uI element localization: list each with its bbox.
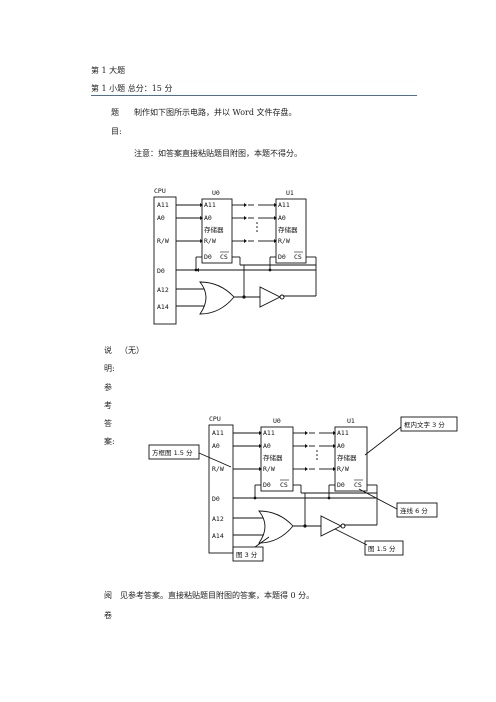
- circuit-diagram-answer: CPU U0 U1 A11 A0 R/W D0 A12 A14 A11 A0 存…: [148, 415, 458, 562]
- question-score-line: 第 1 小题 总分：15 分: [91, 84, 173, 93]
- callout-not-gate: 图 1.5 分: [368, 544, 396, 553]
- svg-text:A14: A14: [212, 532, 224, 540]
- svg-text:R/W: R/W: [278, 237, 290, 245]
- cpu-box: [153, 196, 177, 325]
- callout-wiring: 连线 6 分: [400, 506, 428, 515]
- reference-label-2: 考: [104, 401, 112, 410]
- svg-text:CPU: CPU: [209, 415, 221, 423]
- question-label-2: 目:: [111, 127, 122, 136]
- grading-label-2: 卷: [104, 611, 112, 620]
- svg-text:D0: D0: [263, 481, 271, 489]
- svg-text:A14: A14: [157, 303, 169, 311]
- svg-text:A11: A11: [212, 429, 224, 437]
- question-note: 注意：如答案直接粘贴题目附图，本题不得分。: [134, 149, 302, 158]
- svg-text:D0: D0: [337, 481, 345, 489]
- svg-text:A12: A12: [157, 286, 169, 294]
- callout-or-gate: 图 3 分: [236, 550, 258, 559]
- svg-text:A0: A0: [263, 442, 271, 450]
- svg-text:A0: A0: [337, 442, 345, 450]
- cpu-label: CPU: [154, 187, 166, 195]
- reference-label-4: 案:: [104, 437, 115, 446]
- svg-text:R/W: R/W: [204, 237, 216, 245]
- svg-text:R/W: R/W: [212, 465, 224, 473]
- svg-text:存储器: 存储器: [204, 225, 224, 234]
- svg-text:A11: A11: [157, 201, 169, 209]
- grading-label: 阅: [104, 591, 112, 600]
- svg-text:D0: D0: [278, 253, 286, 261]
- question-text: 制作如下图所示电路，并以 Word 文件存盘。: [134, 108, 297, 117]
- svg-text:CS: CS: [280, 481, 288, 489]
- question-label: 题: [111, 108, 119, 117]
- circuit-diagram-question: CPU U0 U1 A11 A0 R/W D0 A12 A14 A11 A0 存…: [153, 187, 317, 325]
- u1-box: [275, 198, 307, 264]
- u1-label: U1: [286, 189, 294, 197]
- svg-text:存储器: 存储器: [263, 453, 283, 462]
- u0-label: U0: [212, 189, 220, 197]
- svg-text:CS: CS: [294, 253, 302, 261]
- svg-text:A12: A12: [212, 515, 224, 523]
- svg-text:A0: A0: [212, 442, 220, 450]
- svg-text:A11: A11: [337, 429, 349, 437]
- svg-text:A0: A0: [157, 214, 165, 222]
- svg-text:D0: D0: [212, 495, 220, 503]
- svg-text:A11: A11: [204, 201, 216, 209]
- header-divider: [91, 95, 417, 96]
- u0-box: [201, 198, 233, 264]
- reference-label-1: 参: [104, 383, 112, 392]
- svg-text:R/W: R/W: [263, 465, 275, 473]
- callout-block-diagram: 方框图 1.5 分: [152, 448, 193, 457]
- svg-text:A0: A0: [204, 214, 212, 222]
- svg-text:存储器: 存储器: [337, 453, 357, 462]
- reference-label-3: 答: [104, 419, 112, 428]
- svg-text:CS: CS: [354, 481, 362, 489]
- svg-text:R/W: R/W: [157, 237, 169, 245]
- explanation-label: 说: [104, 346, 112, 355]
- svg-text:D0: D0: [157, 267, 165, 275]
- svg-text:U1: U1: [347, 417, 355, 425]
- svg-text:A11: A11: [278, 201, 290, 209]
- svg-text:D0: D0: [204, 253, 212, 261]
- explanation-label-2: 明:: [104, 364, 115, 373]
- section-title: 第 1 大题: [91, 66, 126, 75]
- svg-text:A11: A11: [263, 429, 275, 437]
- explanation-text: （无）: [120, 346, 144, 355]
- svg-text:U0: U0: [273, 417, 281, 425]
- svg-text:A0: A0: [278, 214, 286, 222]
- grading-text: 见参考答案。直接粘贴题目附图的答案，本题得 0 分。: [120, 591, 315, 600]
- svg-text:R/W: R/W: [337, 465, 349, 473]
- svg-text:CS: CS: [220, 253, 228, 261]
- svg-text:存储器: 存储器: [278, 225, 298, 234]
- callout-box-text: 框内文字 3 分: [404, 420, 445, 429]
